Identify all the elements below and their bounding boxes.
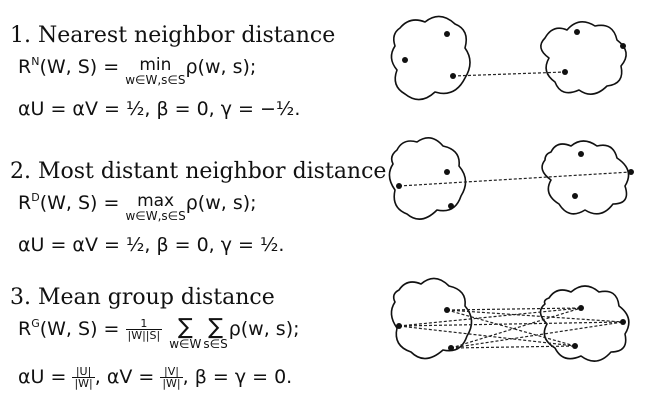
formula-symbol: R — [18, 318, 32, 340]
data-point — [444, 307, 450, 313]
parameter-formula: αU = αV = ½, β = 0, γ = ½. — [18, 234, 285, 256]
cluster-blob — [539, 285, 630, 362]
mean-link — [450, 321, 624, 349]
data-point — [574, 29, 580, 35]
formula-args: (W, S) = — [39, 192, 120, 214]
data-point — [562, 69, 568, 75]
formula-args: (W, S) = — [39, 56, 120, 78]
data-point — [578, 305, 584, 311]
sum-operator: ∑w∈W — [169, 315, 202, 351]
mean-link — [398, 321, 624, 327]
data-point — [572, 343, 578, 349]
formula-superscript: N — [31, 55, 40, 68]
mean-link — [398, 325, 576, 347]
mean-link — [446, 309, 576, 347]
mean-link — [398, 307, 582, 327]
data-point — [444, 169, 450, 175]
formula-symbol: R — [18, 192, 32, 214]
data-point — [578, 151, 584, 157]
farthest-link — [398, 171, 632, 187]
cluster-diagrams — [388, 15, 634, 362]
parameter-formula: αU = |U||W|, αV = |V||W|, β = γ = 0. — [18, 365, 293, 390]
section-title: 1. Nearest neighbor distance — [10, 23, 336, 48]
data-point — [396, 183, 402, 189]
section-mean-group: 3. Mean group distance RG(W, S) = 1|W||S… — [10, 284, 385, 389]
formula-rhs: ρ(w, s); — [228, 318, 300, 340]
mean-link — [450, 307, 582, 349]
formula-superscript: G — [31, 317, 40, 330]
data-point — [572, 193, 578, 199]
formula-rhs: ρ(w, s); — [185, 56, 257, 78]
parameter-formula: αU = αV = ½, β = 0, γ = −½. — [18, 98, 301, 120]
nearest-link — [452, 71, 566, 77]
data-point — [396, 323, 402, 329]
fraction: |U||W| — [72, 365, 95, 390]
mean-link — [446, 307, 582, 311]
data-point — [448, 345, 454, 351]
fraction: 1|W||S| — [125, 317, 163, 342]
formula-symbol: R — [18, 56, 32, 78]
cluster-blob — [390, 15, 471, 101]
section-title: 2. Most distant neighbor distance — [10, 159, 387, 184]
data-point — [448, 203, 454, 209]
data-point — [628, 169, 634, 175]
cluster-blob — [388, 137, 467, 220]
section-title: 3. Mean group distance — [10, 285, 275, 310]
formula-rhs: ρ(w, s); — [185, 192, 257, 214]
data-point — [620, 319, 626, 325]
sum-operator: ∑s∈S — [203, 315, 228, 351]
formula-args: (W, S) = — [39, 318, 120, 340]
section-most-distant: 2. Most distant neighbor distance RD(W, … — [10, 158, 387, 256]
cluster-blob — [540, 21, 627, 95]
mean-link — [446, 309, 624, 323]
section-nearest: 1. Nearest neighbor distance RN(W, S) = … — [10, 22, 385, 120]
formula-superscript: D — [31, 191, 40, 204]
cluster-blob — [390, 277, 473, 360]
mean-link — [450, 345, 576, 349]
data-point — [620, 43, 626, 49]
data-point — [444, 31, 450, 37]
data-point — [450, 73, 456, 79]
cluster-blob — [541, 140, 630, 215]
fraction: |V||W| — [160, 365, 183, 390]
data-point — [402, 57, 408, 63]
